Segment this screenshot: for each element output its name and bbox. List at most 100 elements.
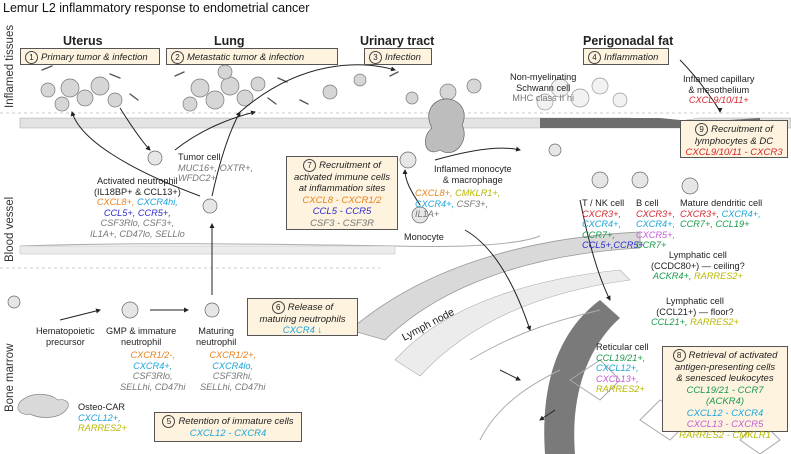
marker: CXCR4+,	[133, 360, 173, 371]
schwann-line2: Schwann cell	[516, 82, 571, 93]
box-ligand: CCL19/21 - CCR7 (ACKR4)	[686, 384, 764, 408]
capillary-label: Inflamed capillary & mesothelium CXCL9/1…	[683, 74, 755, 106]
marker: CXCR4+,	[636, 219, 676, 230]
marker: CCR7+	[636, 240, 667, 251]
marker: CXCR4+,	[415, 198, 455, 209]
osteo-label: Osteo-CAR CXCL12+, RARRES2+	[78, 402, 127, 434]
marker: CSF3+,	[456, 198, 489, 209]
hsc-label: Hematopoietic precursor	[36, 326, 95, 347]
box-number: 6	[271, 301, 285, 314]
section-lung: Lung	[214, 34, 245, 48]
box-text: Inflammation	[604, 52, 659, 64]
tumor-cell-label: Tumor cell MUC16+, OXTR+, WFDC2+	[178, 152, 253, 184]
marker: CXCL12+,	[78, 412, 121, 423]
marker: CCL5+,	[103, 207, 136, 218]
tumor-markers-2: WFDC2+	[178, 173, 217, 184]
marker-gray: CSF3Rlo, CSF3+,	[100, 218, 175, 229]
box-text: Infection	[385, 52, 421, 64]
marker: RARRES2+	[690, 317, 739, 328]
box-number: 8	[672, 349, 686, 362]
gmp-line1: GMP & immature	[106, 326, 177, 336]
marker: RARRES2+	[78, 423, 127, 434]
marker: CXCL8+,	[415, 188, 453, 198]
gmp-label: GMP & immature neutrophil	[106, 326, 176, 347]
bcell-title: B cell	[636, 198, 659, 208]
box-text: & senesced leukocytes	[676, 373, 774, 385]
maturing-neutrophil-label: Maturing neutrophil	[196, 326, 236, 347]
schwann-label: Non-myelinating Schwann cell MHC class I…	[510, 72, 576, 104]
maturing-markers: CXCR1/2+, CXCR4lo, CSF3Rhi, SELLhi, CD47…	[200, 350, 265, 392]
box-text: activated immune cells	[293, 172, 391, 183]
box-ligand: RARRES2 - CMKLR1	[679, 430, 771, 442]
box-text: maturing neutrophils	[259, 314, 346, 325]
section-uterus: Uterus	[63, 34, 103, 48]
mat-line1: Maturing	[198, 326, 235, 336]
lymph-f-sub: (CCL21+) — floor?	[656, 306, 734, 317]
marker: SELLhi, CD47hi	[200, 381, 266, 392]
box-ligand: CXCL13 - CXCR5	[686, 418, 764, 430]
marker: CXCR3+,	[680, 208, 720, 219]
marker: RARRES2+	[596, 384, 645, 395]
box-number: 3	[369, 51, 382, 64]
marker: CCL19+	[715, 219, 750, 230]
marker: ACKR4+,	[652, 271, 692, 282]
marker: CXCR4+,	[582, 219, 622, 230]
box-text: Metastatic tumor & infection	[187, 52, 305, 64]
dc-title: Mature dendritic cell	[680, 198, 763, 208]
lymph-c-sub: (CCDC80+) — ceiling?	[651, 260, 745, 271]
marker: CSF3Rlo,	[132, 371, 173, 382]
box-text: antigen-presenting cells	[674, 362, 776, 373]
box-number: 9	[695, 123, 709, 136]
reticular-label: Reticular cell CCL19/21+, CXCL12+, CXCL1…	[596, 342, 649, 395]
box-ligand: CXCL12 - CXCR4	[686, 407, 764, 419]
dc-label: Mature dendritic cell CXCR3+, CXCR4+, CC…	[680, 198, 762, 230]
box-ligand: CCL5 - CCR5	[312, 206, 372, 218]
section-perigonadal: Perigonadal fat	[583, 34, 674, 48]
box-ligand: CSF3 - CSF3R	[310, 217, 374, 229]
inf-mono-title: Inflamed monocyte	[434, 164, 512, 174]
lymphatic-floor-label: Lymphatic cell (CCL21+) — floor? CCL21+,…	[651, 296, 739, 328]
box-number: 1	[25, 51, 38, 64]
lymph-c-title: Lymphatic cell	[668, 250, 727, 260]
box-number: 7	[303, 159, 317, 172]
marker: CXCR4lo,	[212, 360, 254, 371]
marker: CXCR3+,	[636, 208, 676, 219]
box-text: Primary tumor & infection	[41, 52, 148, 64]
box-ligand: CXCL12 - CXCR4	[189, 428, 267, 439]
marker: SELLhi, CD47hi	[120, 381, 186, 392]
marker: CXCR4+,	[721, 208, 761, 219]
tumor-cell-title: Tumor cell	[178, 152, 221, 162]
hsc-line1: Hematopoietic	[36, 326, 95, 336]
inf-mono-sub: & macrophage	[442, 174, 503, 185]
marker: CSF3Rhi,	[212, 371, 253, 382]
gmp-markers: CXCR1/2-, CXCR4+, CSF3Rlo, SELLhi, CD47h…	[120, 350, 185, 392]
schwann-line3: MHC class II hi	[512, 93, 575, 104]
capillary-line2: & mesothelium	[688, 84, 750, 95]
osteo-title: Osteo-CAR	[78, 402, 125, 412]
tnk-label: T / NK cell CXCR3+, CXCR4+, CCR7+, CCL5+…	[582, 198, 644, 251]
marker: CCR5+,	[137, 207, 171, 218]
marker: IL1A+	[415, 209, 440, 220]
tnk-title: T / NK cell	[582, 198, 625, 208]
marker: CXCL13+,	[596, 373, 639, 384]
box-ligand: CXCL9/10/11 - CXCR3	[685, 147, 783, 159]
marker: CXCR3+,	[582, 208, 622, 219]
box-ligand: CXCL8 - CXCR1/2	[302, 194, 382, 206]
box-ligand: CXCR4 ↓	[282, 325, 323, 337]
box-text: Recruitment of	[711, 124, 773, 136]
lymph-f-title: Lymphatic cell	[665, 296, 724, 306]
marker: CCL21+,	[651, 317, 688, 328]
marker: CXCR1/2+,	[209, 350, 257, 360]
act-neut-sub: (IL18BP+ & CCL13+)	[93, 186, 181, 197]
region-label-inflamed: Inflamed tissues	[4, 24, 16, 108]
box-text: Recruitment of	[319, 160, 381, 172]
